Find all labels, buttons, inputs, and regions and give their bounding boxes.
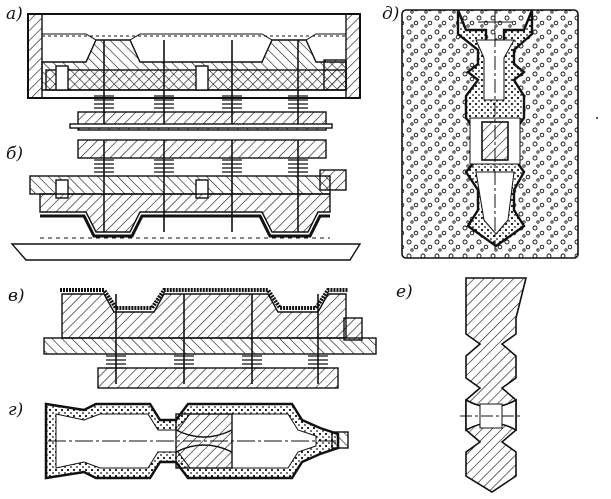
panel-label-v: в) — [8, 286, 25, 306]
panel-label-b: б) — [6, 144, 24, 164]
panel-label-g: г) — [8, 400, 24, 420]
panel-a-drawing — [27, 13, 361, 131]
panel-e-drawing — [460, 277, 528, 493]
panel-b-drawing — [10, 139, 362, 261]
panel-label-a: а) — [6, 4, 23, 24]
panel-g-drawing — [44, 402, 349, 480]
panel-label-d: д) — [382, 4, 400, 24]
panel-v-drawing — [43, 288, 377, 389]
panel-d-drawing — [401, 9, 579, 259]
panel-label-e: е) — [396, 282, 413, 302]
